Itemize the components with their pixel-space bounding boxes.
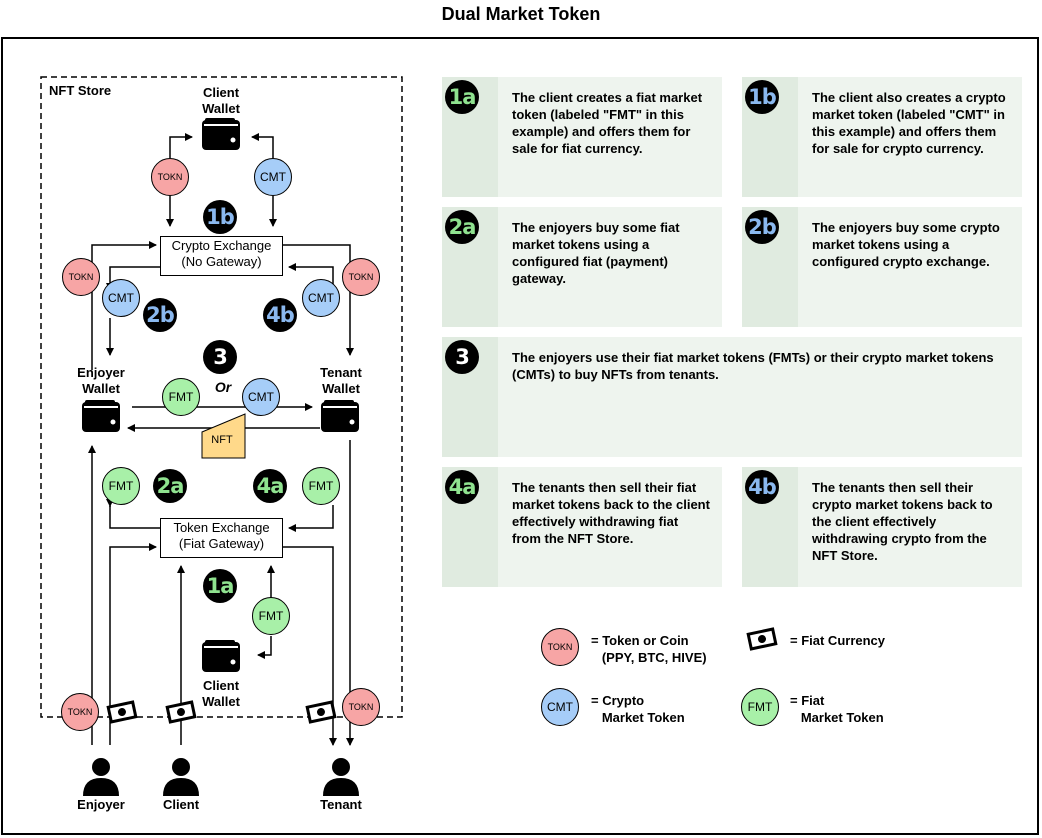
legend-cmt-text: = Crypto Market Token	[591, 693, 685, 725]
legend-fmt-coin: FMT	[741, 688, 779, 726]
or-label: Or	[214, 379, 232, 395]
crypto-exchange-title: Crypto Exchange	[171, 238, 272, 253]
step-card-badge: 4a	[445, 470, 479, 504]
tokn-coin: TOKN	[151, 158, 189, 196]
step-card-3: 3 The enjoyers use their fiat market tok…	[442, 337, 1022, 457]
enjoyer-label: Enjoyer	[77, 797, 125, 812]
step-card-badge: 2a	[445, 210, 479, 244]
fmt-coin: FMT	[162, 378, 200, 416]
token-exchange-subtitle: (Fiat Gateway)	[178, 536, 265, 551]
client-wallet-bottom-icon	[202, 640, 240, 672]
step-badge-4b: 4b	[263, 298, 297, 332]
tenant-wallet-label: Tenant Wallet	[320, 365, 362, 396]
fmt-coin: FMT	[302, 467, 340, 505]
step-card-4a: 4a The tenants then sell their fiat mark…	[442, 467, 722, 587]
legend-money-icon	[746, 627, 778, 651]
step-badge-2b: 2b	[143, 298, 177, 332]
step-card-text: The tenants then sell their crypto marke…	[812, 480, 993, 563]
crypto-exchange-subtitle: (No Gateway)	[181, 254, 262, 269]
legend-fiat-text: = Fiat Currency	[790, 633, 886, 648]
step-card-4b: 4b The tenants then sell their crypto ma…	[742, 467, 1022, 587]
step-card-badge: 4b	[745, 470, 779, 504]
fmt-coin: FMT	[102, 467, 140, 505]
token-exchange: Token Exchange (Fiat Gateway)	[160, 518, 283, 558]
crypto-exchange: Crypto Exchange (No Gateway)	[160, 236, 283, 276]
step-card-badge: 3	[445, 340, 479, 374]
step-card-text: The enjoyers use their fiat market token…	[512, 350, 994, 382]
step-card-1a: 1a The client creates a fiat market toke…	[442, 77, 722, 197]
step-card-badge: 2b	[745, 210, 779, 244]
step-card-badge: 1b	[745, 80, 779, 114]
step-card-text: The client also creates a crypto market …	[812, 90, 1006, 156]
step-badge-4a: 4a	[253, 469, 287, 503]
store-label: NFT Store	[49, 83, 112, 98]
step-card-text: The tenants then sell their fiat market …	[512, 480, 710, 546]
fmt-coin: FMT	[252, 597, 290, 635]
tokn-coin: TOKN	[342, 258, 380, 296]
client-wallet-top-icon	[202, 118, 240, 150]
client-person-icon	[163, 758, 199, 796]
legend-cmt-coin: CMT	[541, 688, 579, 726]
enjoyer-person-icon	[83, 758, 119, 796]
tokn-coin: TOKN	[62, 258, 100, 296]
step-badge-1b: 1b	[203, 200, 237, 234]
cmt-coin: CMT	[302, 279, 340, 317]
step-card-badge: 1a	[445, 80, 479, 114]
step-card-2a: 2a The enjoyers buy some fiat market tok…	[442, 207, 722, 327]
legend-fmt-text: = Fiat Market Token	[790, 693, 884, 725]
enjoyer-wallet-icon	[82, 400, 120, 432]
cmt-coin: CMT	[102, 279, 140, 317]
step-card-text: The enjoyers buy some fiat market tokens…	[512, 220, 680, 286]
step-badge-2a: 2a	[153, 469, 187, 503]
nft-tag	[201, 413, 246, 459]
legend-tokn-coin: TOKN	[541, 628, 579, 666]
step-badge-1a: 1a	[203, 569, 237, 603]
cmt-coin: CMT	[242, 378, 280, 416]
enjoyer-wallet-label: Enjoyer Wallet	[77, 365, 125, 396]
nft-store-boundary	[40, 76, 403, 718]
tokn-coin: TOKN	[342, 688, 380, 726]
page-title: Dual Market Token	[441, 4, 601, 24]
client-wallet-bottom-label: Client Wallet	[202, 678, 240, 709]
tokn-coin: TOKN	[61, 693, 99, 731]
token-exchange-title: Token Exchange	[173, 520, 270, 535]
legend-tokn-text: = Token or Coin (PPY, BTC, HIVE)	[591, 633, 707, 665]
step-card-text: The client creates a fiat market token (…	[512, 90, 703, 156]
nft-label: NFT	[211, 434, 233, 446]
step-card-text: The enjoyers buy some crypto market toke…	[812, 220, 1000, 269]
step-card-1b: 1b The client also creates a crypto mark…	[742, 77, 1022, 197]
client-label: Client	[162, 797, 200, 812]
cmt-coin: CMT	[254, 158, 292, 196]
tenant-label: Tenant	[320, 797, 362, 812]
tenant-wallet-icon	[321, 400, 359, 432]
money-icon	[305, 700, 337, 724]
diagram-frame	[1, 37, 1039, 835]
money-icon	[106, 700, 138, 724]
step-card-2b: 2b The enjoyers buy some crypto market t…	[742, 207, 1022, 327]
tenant-person-icon	[323, 758, 359, 796]
client-wallet-top-label: Client Wallet	[202, 85, 240, 116]
step-badge-3: 3	[203, 340, 237, 374]
